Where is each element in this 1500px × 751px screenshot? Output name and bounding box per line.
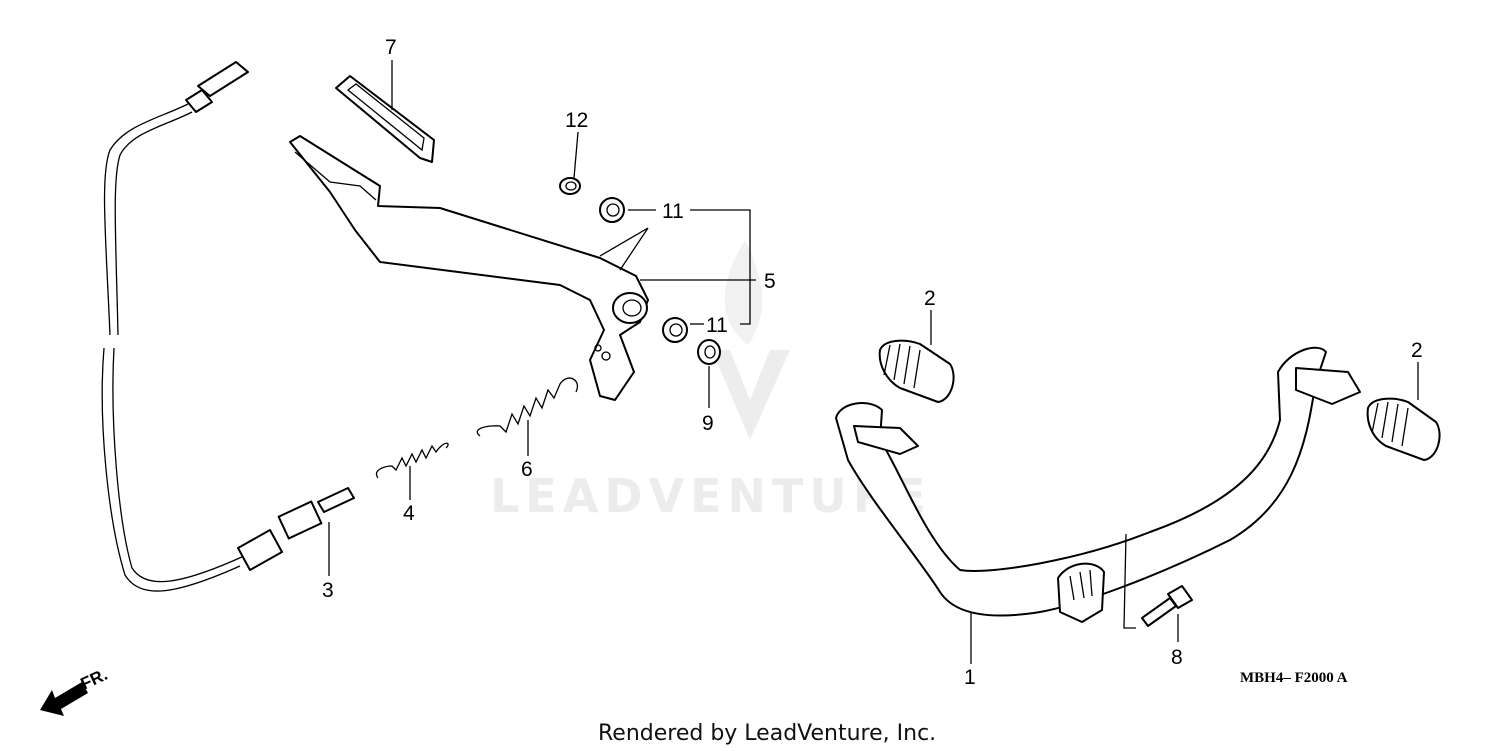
pad-7-inner [346, 83, 425, 152]
switch-boot [237, 529, 283, 571]
callout-3: 3 [322, 579, 334, 602]
bar-clamp [1057, 562, 1105, 623]
watermark: LEADVENTURE [490, 240, 932, 523]
spring-4-coil [375, 442, 449, 479]
callout-8: 8 [1171, 646, 1183, 669]
seal-11-upper-inner [606, 203, 620, 217]
watermark-logo [712, 350, 790, 440]
switch-cable-lower-b [112, 347, 245, 583]
callout-12: 12 [565, 109, 588, 132]
pedal-spring-hole [601, 351, 611, 361]
seal-11-upper [599, 197, 625, 223]
pedal-pivot-boss [612, 292, 648, 324]
part-9-washer [697, 339, 721, 365]
part-11-seals [599, 197, 688, 343]
diagram-code: MBH4– F2000 A [1240, 670, 1348, 686]
clip-12-inner [565, 181, 577, 191]
watermark-flame [724, 240, 763, 345]
switch-cable-lower [101, 347, 241, 592]
leader-lines [328, 60, 1419, 664]
callout-11-upper: 11 [662, 200, 684, 223]
bolt-8-shank [1141, 597, 1177, 627]
switch-cable-upper-b [114, 111, 193, 336]
leader-11-fork [599, 227, 649, 271]
switch-plunger [317, 487, 355, 513]
brake-pedal-step [294, 151, 377, 201]
switch-cable-upper [103, 103, 189, 336]
seal-11-lower-inner [669, 323, 683, 337]
callout-2-left: 2 [924, 287, 936, 310]
left-peg-stub [853, 425, 919, 455]
switch-connector [197, 61, 249, 97]
watermark-text: LEADVENTURE [490, 469, 932, 523]
footpeg-bar [835, 346, 1327, 617]
part-12-clip [559, 177, 581, 195]
part-1-footpeg-bar [835, 346, 1361, 623]
rubber-peg-left-ribs [883, 343, 921, 389]
switch-body [277, 500, 323, 540]
callout-5: 5 [764, 270, 776, 293]
callout-6: 6 [521, 458, 533, 481]
callout-1: 1 [964, 666, 976, 689]
rubber-peg-right [1366, 397, 1441, 461]
part-6-spring [476, 377, 579, 437]
brake-pedal-arm [289, 135, 649, 401]
part-4-spring [375, 442, 449, 479]
switch-connector-plug [185, 89, 213, 113]
washer-9 [697, 339, 721, 365]
callouts: 7 12 11 5 11 9 6 4 3 2 2 1 8 [322, 36, 1423, 689]
front-arrow-icon [40, 682, 88, 716]
seal-11-lower [662, 317, 688, 343]
pedal-pivot-hole [622, 299, 642, 317]
front-direction-marker: FR. [40, 665, 111, 716]
part-7-pad [335, 75, 435, 163]
part-2-rubber-pegs [878, 339, 1441, 461]
part-5-brake-pedal [289, 135, 649, 401]
callout-9: 9 [702, 412, 714, 435]
part-8-bolt [1141, 585, 1193, 627]
pedal-pin-hole [594, 344, 602, 352]
pad-7 [335, 75, 435, 163]
callout-2-right: 2 [1411, 339, 1423, 362]
part-3-stop-switch [101, 61, 355, 592]
bolt-8-head [1167, 585, 1193, 609]
clamp-splines [1069, 569, 1093, 601]
leader-11-bracket [690, 209, 751, 325]
right-peg-stub [1295, 367, 1361, 405]
rubber-peg-right-ribs [1371, 401, 1409, 447]
callout-7: 7 [385, 36, 397, 59]
render-credit: Rendered by LeadVenture, Inc. [598, 721, 936, 746]
callout-4: 4 [403, 502, 415, 525]
leader-8 [1123, 533, 1179, 642]
callout-11-lower: 11 [706, 314, 728, 337]
washer-9-inner [704, 345, 716, 359]
clip-12 [559, 177, 581, 195]
spring-6-coil [476, 377, 579, 437]
leader-12 [573, 131, 579, 179]
